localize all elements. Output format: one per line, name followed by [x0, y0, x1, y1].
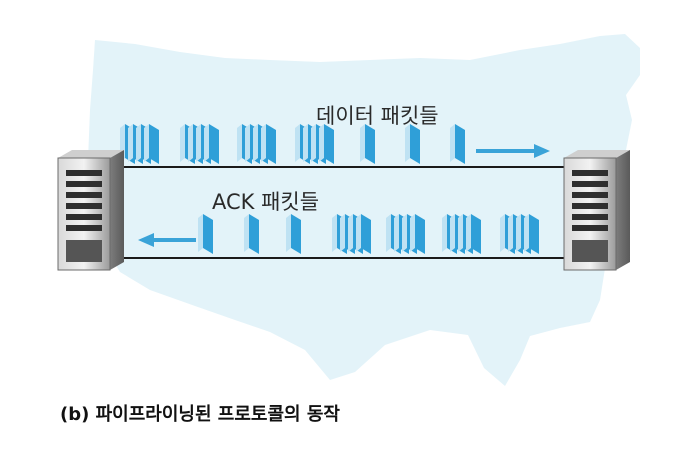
us-map-background: [88, 34, 640, 386]
data-packet: [360, 124, 375, 164]
data-packet: [450, 124, 465, 164]
server-drive-bay: [66, 203, 102, 209]
data-packet: [204, 124, 219, 164]
data-packet: [261, 124, 276, 164]
ack-packet: [466, 214, 481, 254]
server-drive-bay: [572, 225, 608, 231]
data-packet: [319, 124, 334, 164]
server-drive-bay: [66, 225, 102, 231]
ack-packet: [524, 214, 539, 254]
figure-caption: (b) 파이프라이닝된 프로토콜의 동작: [60, 404, 340, 425]
server-drive-bay: [572, 214, 608, 220]
ack-packets-label: ACK 패킷들: [212, 190, 320, 214]
data-packet: [144, 124, 159, 164]
server-drive-bay: [572, 192, 608, 198]
data-packet: [405, 124, 420, 164]
ack-packet: [198, 214, 213, 254]
server-vent: [572, 240, 608, 262]
server-drive-bay: [66, 214, 102, 220]
left-server-icon: [57, 150, 124, 271]
ack-packet: [356, 214, 371, 254]
ack-packet: [244, 214, 259, 254]
ack-packet: [410, 214, 425, 254]
server-vent: [66, 240, 102, 262]
ack-packets-group: [198, 214, 539, 254]
server-drive-bay: [66, 181, 102, 187]
data-packets-label: 데이터 패킷들: [316, 104, 439, 128]
server-drive-bay: [66, 192, 102, 198]
ack-direction-arrow: [138, 233, 196, 247]
ack-packet: [286, 214, 301, 254]
server-drive-bay: [572, 203, 608, 209]
server-drive-bay: [572, 181, 608, 187]
server-drive-bay: [572, 170, 608, 176]
data-direction-arrow: [476, 144, 550, 158]
server-drive-bay: [66, 170, 102, 176]
right-server-icon: [563, 150, 630, 271]
data-packets-group: [120, 124, 465, 164]
